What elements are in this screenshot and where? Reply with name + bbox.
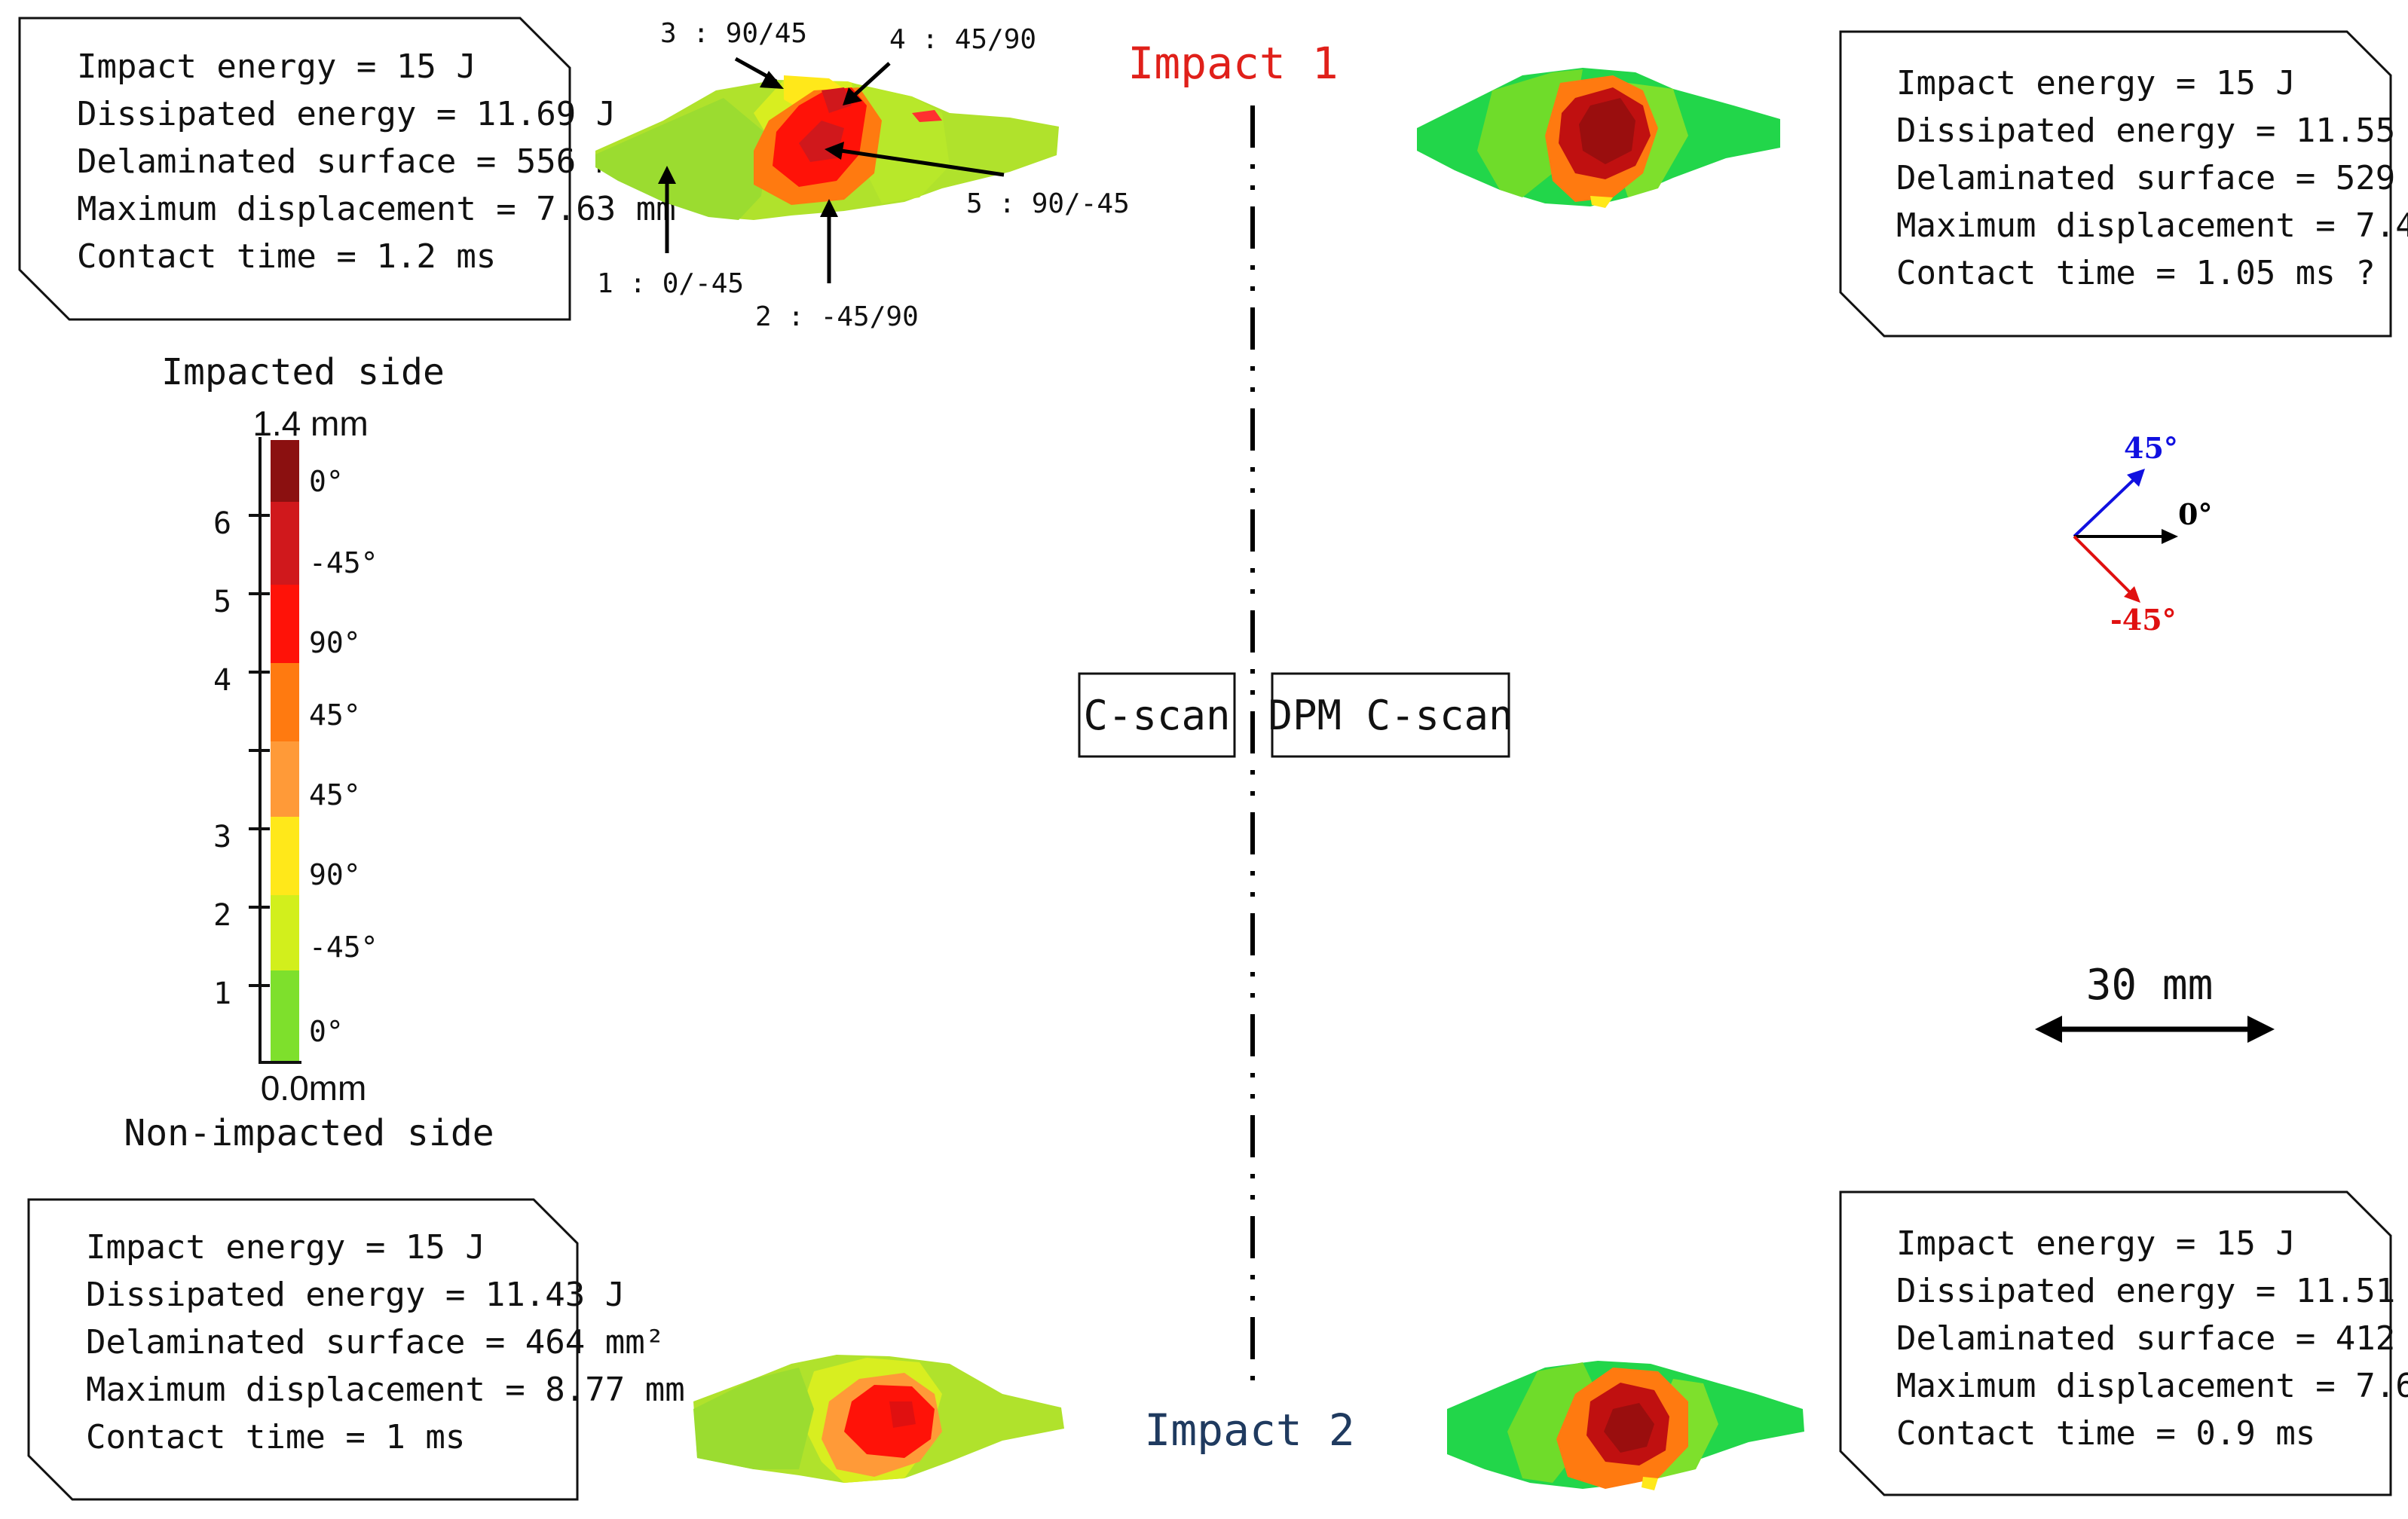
info-line: Impact energy = 15 J: [86, 1228, 485, 1267]
colorbar-segment: [271, 440, 299, 502]
ply-label: 90°: [309, 858, 361, 891]
ply-orientation-legend: 45° 0° -45°: [2073, 431, 2212, 637]
info-line: Maximum displacement = 7.49 mm: [1896, 206, 2408, 245]
label-0: 0°: [2178, 497, 2212, 531]
dpm-cscan-label: DPM C-scan: [1268, 692, 1513, 739]
info-line: Dissipated energy = 11.69 J: [77, 95, 616, 133]
arrowhead-icon: [843, 87, 862, 105]
cscan-label: C-scan: [1083, 692, 1230, 739]
interface-number: 3: [213, 820, 231, 854]
colorbar-top-title: Impacted side: [161, 351, 445, 393]
info-line: Impact energy = 15 J: [1896, 1224, 2296, 1263]
info-line: Delaminated surface = 464 mm²: [86, 1323, 665, 1362]
dpm-cscan-impact1: [1417, 68, 1780, 208]
arrow-45: [2073, 473, 2140, 538]
impact1-title: Impact 1: [1128, 38, 1338, 89]
info-box-bottom-left: Impact energy = 15 J Dissipated energy =…: [27, 1198, 685, 1501]
info-line: Maximum displacement = 7.65 mm: [1896, 1367, 2408, 1405]
info-box-bottom-right: Impact energy = 15 J Dissipated energy =…: [1839, 1190, 2408, 1496]
cscan-impact1: [595, 75, 1059, 220]
arrow-minus-45: [2073, 535, 2134, 597]
dpm-cscan-label-box: DPM C-scan: [1268, 672, 1513, 758]
arrow-interface-5: [840, 148, 1005, 177]
ply-label: -45°: [309, 931, 378, 964]
arrowhead-icon: [2124, 586, 2140, 603]
colorbar-segment: [271, 585, 299, 663]
scale-bar: 30 mm: [2035, 961, 2275, 1043]
interface-label-4: 4 : 45/90: [889, 24, 1036, 55]
arrowhead-icon: [2035, 1016, 2062, 1043]
info-line: Dissipated energy = 11.43 J: [86, 1276, 625, 1314]
colorbar-segment: [271, 741, 299, 817]
label-minus-45: -45°: [2110, 603, 2177, 637]
arrow-interface-4: [853, 62, 891, 96]
colorbar-bottom-title: Non-impacted side: [124, 1112, 494, 1154]
colorbar-segment: [271, 895, 299, 970]
arrowhead-icon: [760, 71, 784, 89]
arrowhead-icon: [2247, 1016, 2275, 1043]
info-line: Delaminated surface = 412 mm²: [1896, 1319, 2408, 1358]
info-line: Delaminated surface = 529 mm²: [1896, 159, 2408, 197]
arrowhead-icon: [825, 142, 844, 160]
info-box-top-right: Impact energy = 15 J Dissipated energy =…: [1839, 30, 2408, 338]
colorbar-segment: [271, 817, 299, 895]
scale-bar-label: 30 mm: [2086, 961, 2214, 1010]
info-line: Delaminated surface = 556 mm²: [77, 142, 656, 181]
interface-number: 4: [213, 663, 231, 698]
cscan-impact2: [693, 1355, 1064, 1483]
info-line: Contact time = 0.9 ms: [1896, 1414, 2315, 1453]
info-line: Impact energy = 15 J: [77, 47, 476, 86]
label-45: 45°: [2124, 431, 2178, 465]
info-line: Contact time = 1.2 ms: [77, 237, 496, 276]
info-box-top-left: Impact energy = 15 J Dissipated energy =…: [18, 17, 676, 321]
info-line: Maximum displacement = 7.63 mm: [77, 190, 676, 228]
ply-label: 0°: [309, 1015, 344, 1048]
arrowhead-icon: [820, 199, 838, 217]
interface-number: 1: [213, 976, 231, 1011]
interface-number: 5: [213, 585, 231, 619]
interface-label-1: 1 : 0/-45: [597, 268, 744, 299]
dpm-cscan-impact2: [1447, 1361, 1804, 1490]
interface-number: 2: [213, 898, 231, 933]
colorbar-interface-numbers: 6 5 4 3 2 1: [213, 506, 231, 1011]
colorbar-segment: [271, 970, 299, 1062]
ply-label: 90°: [309, 626, 361, 659]
info-line: Maximum displacement = 8.77 mm: [86, 1371, 685, 1409]
depth-colorbar: Impacted side 1.4 mm 6 5 4 3 2 1: [124, 351, 494, 1154]
arrowhead-icon: [2162, 529, 2178, 544]
colorbar-max-label: 1.4 mm: [252, 404, 368, 443]
interface-label-2: 2 : -45/90: [755, 301, 919, 332]
ply-label: 45°: [309, 698, 361, 732]
info-line: Contact time = 1.05 ms ?: [1896, 254, 2376, 292]
interface-number: 6: [213, 506, 231, 541]
interface-label-5: 5 : 90/-45: [966, 188, 1130, 219]
colorbar-segment: [271, 663, 299, 741]
colorbar-ticks: [249, 514, 270, 987]
ply-label: 45°: [309, 778, 361, 811]
info-line: Impact energy = 15 J: [1896, 64, 2296, 102]
interface-label-3: 3 : 90/45: [660, 18, 807, 49]
colorbar-segment: [271, 502, 299, 585]
info-line: Dissipated energy = 11.51 J: [1896, 1272, 2408, 1310]
info-line: Contact time = 1 ms: [86, 1418, 465, 1456]
info-line: Dissipated energy = 11.55 J: [1896, 112, 2408, 150]
colorbar-ply-labels: 0° -45° 90° 45° 45° 90° -45° 0°: [309, 465, 378, 1048]
impact2-title: Impact 2: [1144, 1404, 1354, 1456]
arrowhead-icon: [658, 166, 676, 184]
arrowhead-icon: [2127, 469, 2145, 487]
cscan-label-box: C-scan: [1078, 672, 1236, 758]
interface-annotations: 1 : 0/-45 2 : -45/90 3 : 90/45 4 : 45/90…: [597, 18, 1130, 332]
ply-label: 0°: [309, 465, 344, 498]
ply-label: -45°: [309, 546, 378, 579]
colorbar-min-label: 0.0mm: [261, 1068, 367, 1108]
